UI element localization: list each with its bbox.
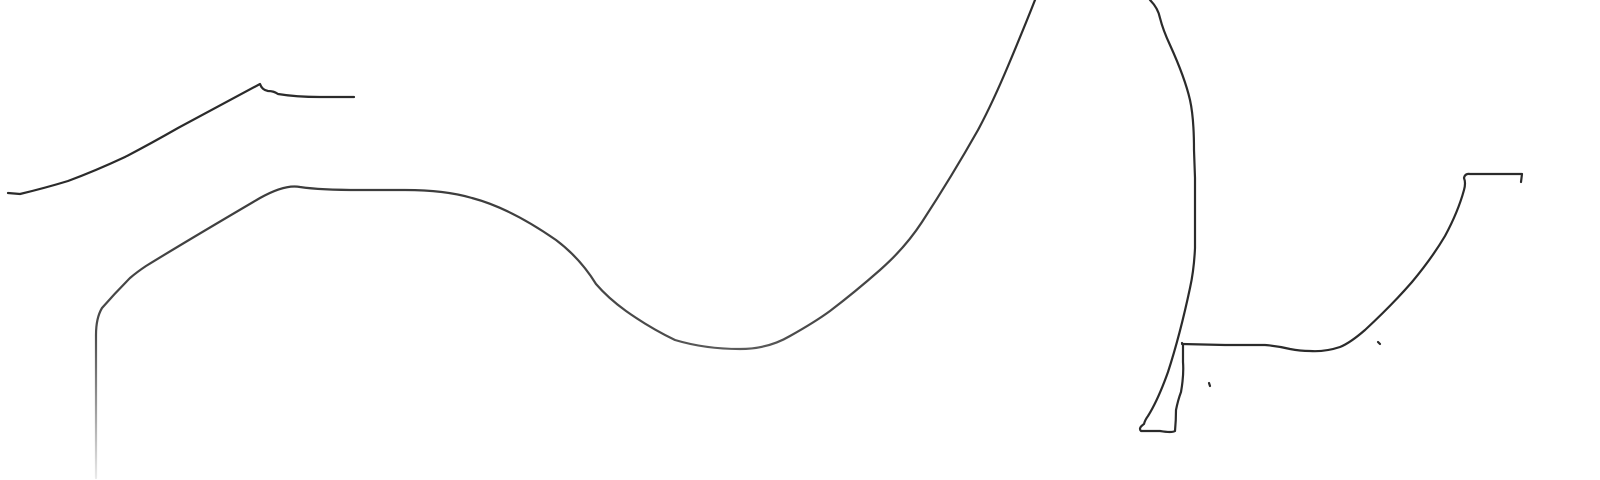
long-wave-with-left-drop[interactable] (94, 0, 1037, 480)
line-2-end-tick (1376, 340, 1382, 346)
line-3-end-tick (1207, 381, 1212, 388)
right-hook-curve[interactable] (1180, 172, 1524, 353)
upper-left-rising-curve[interactable] (6, 82, 356, 196)
tall-loop-right[interactable] (1138, 0, 1197, 434)
